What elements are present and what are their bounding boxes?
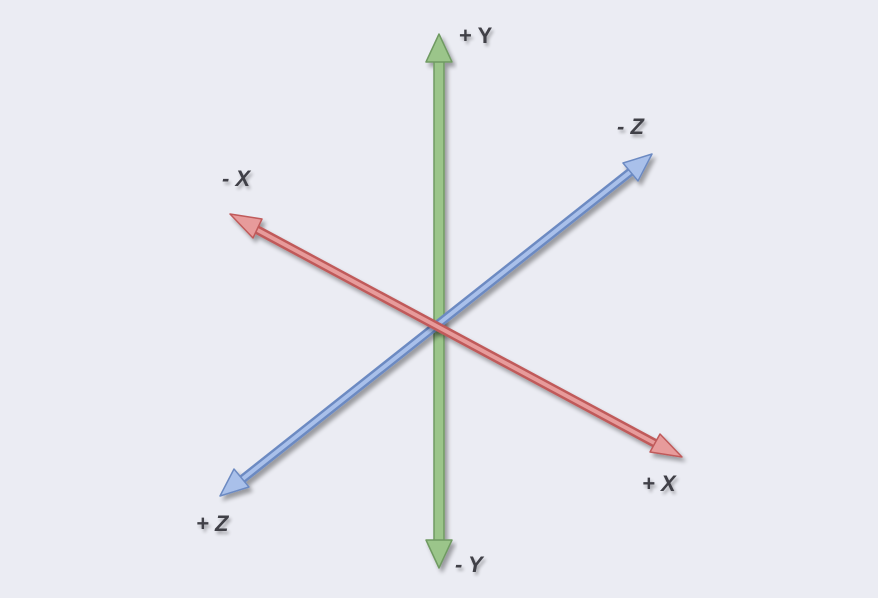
z-positive-arrowhead (219, 468, 250, 497)
y-positive-label: + Y (459, 23, 493, 48)
x-axis-shaft-highlight (251, 225, 661, 448)
y-axis-arrow (425, 33, 453, 569)
y-negative-label: - Y (455, 552, 485, 577)
x-positive-arrowhead (649, 433, 683, 458)
y-axis-shaft (433, 59, 445, 543)
y-negative-arrowhead (425, 539, 453, 569)
x-negative-arrowhead (229, 213, 263, 239)
y-positive-arrowhead (425, 33, 453, 63)
z-negative-label: - Z (617, 114, 645, 139)
z-negative-arrowhead (622, 153, 653, 182)
x-positive-label: + X (642, 471, 677, 496)
x-axis-arrow (229, 213, 683, 458)
x-negative-label: - X (222, 166, 251, 191)
z-positive-label: + Z (196, 511, 230, 536)
